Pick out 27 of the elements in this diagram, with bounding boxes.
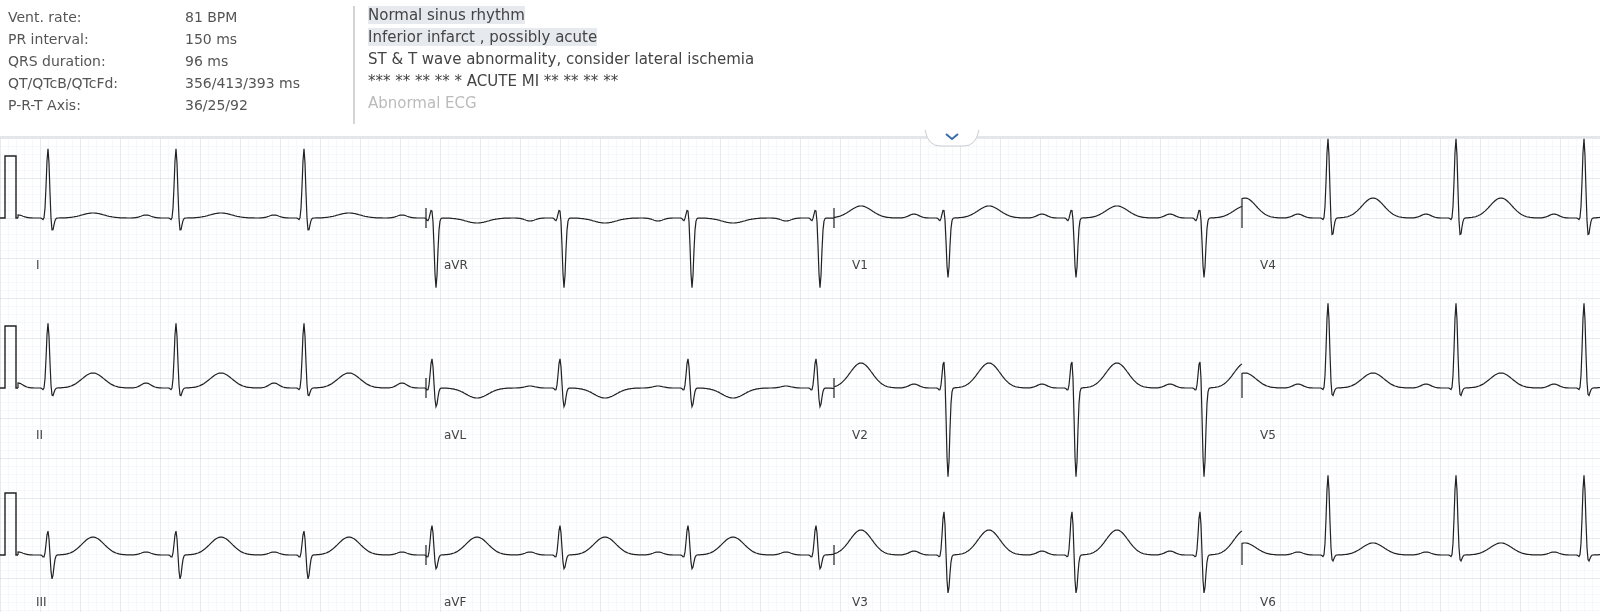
lead-label: aVF: [444, 594, 467, 611]
interpretation-statement: Abnormal ECG: [368, 94, 477, 112]
lead-label: V1: [852, 257, 868, 274]
lead-label: aVR: [444, 257, 468, 274]
measurement-label: P-R-T Axis:: [8, 96, 81, 114]
lead-label: I: [36, 257, 40, 274]
lead-label: V4: [1260, 257, 1276, 274]
interpretation-statement: *** ** ** ** * ACUTE MI ** ** ** **: [368, 72, 619, 90]
measurement-value: 150 ms: [185, 30, 238, 48]
measurement-label: Vent. rate:: [8, 8, 82, 26]
measurement-label: QRS duration:: [8, 52, 106, 70]
lead-label: V5: [1260, 427, 1276, 444]
measurement-label: PR interval:: [8, 30, 89, 48]
lead-label: V2: [852, 427, 868, 444]
measurement-value: 81 BPM: [185, 8, 238, 26]
interpretation-statement: ST & T wave abnormality, consider lateral ischemia: [368, 50, 755, 68]
interpretation-statement: Normal sinus rhythm: [368, 6, 525, 24]
interpretation-statement: Inferior infarct , possibly acute: [368, 28, 598, 46]
lead-label: V3: [852, 594, 868, 611]
measurement-label: QT/QTcB/QTcFd:: [8, 74, 119, 92]
measurement-value: 96 ms: [185, 52, 229, 70]
lead-label: V6: [1260, 594, 1276, 611]
lead-label: II: [36, 427, 44, 444]
lead-label: aVL: [444, 427, 467, 444]
measurement-value: 356/413/393 ms: [185, 74, 300, 92]
lead-label: III: [36, 594, 47, 611]
measurement-value: 36/25/92: [185, 96, 248, 114]
